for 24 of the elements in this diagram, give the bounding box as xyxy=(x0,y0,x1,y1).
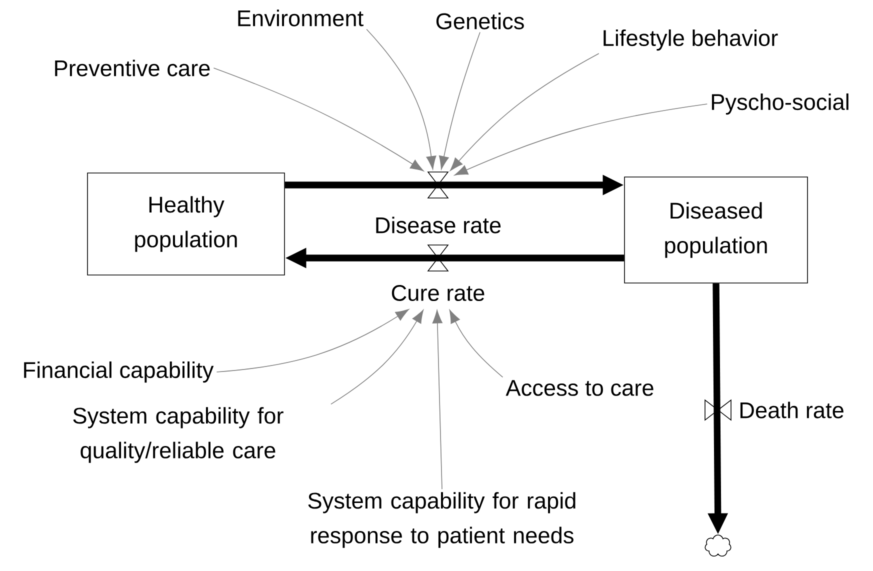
influence-arrow xyxy=(213,68,424,172)
factor-label: Access to care xyxy=(506,380,654,396)
stock-box: Diseased population xyxy=(624,176,808,284)
influence-arrow xyxy=(438,32,480,170)
influence-arrow xyxy=(450,53,600,171)
influence-arrow xyxy=(432,310,442,490)
factor-label: Financial capability xyxy=(24,361,214,383)
factor-label: Preventive care xyxy=(55,60,210,76)
influence-arrow xyxy=(454,104,708,176)
factor-label: Environment xyxy=(238,10,364,26)
rate-label: Death rate xyxy=(740,402,844,418)
influence-arrow xyxy=(216,309,409,372)
factor-label: Pyscho-social xyxy=(712,93,848,115)
influence-arrow xyxy=(330,310,424,405)
stock-box: Healthy population xyxy=(87,172,285,276)
factor-label: System capability for quality/reliable care xyxy=(73,407,284,463)
influence-arrow xyxy=(449,310,504,378)
influence-arrow xyxy=(366,28,436,170)
factor-label: Lifestyle behavior xyxy=(604,29,778,51)
rate-label: Disease rate xyxy=(376,216,501,234)
rate-label: Cure rate xyxy=(392,284,484,302)
factor-label: System capability for rapid response to patient needs xyxy=(308,492,576,548)
factor-label: Genetics xyxy=(436,12,524,30)
cloud-symbol xyxy=(704,534,732,557)
